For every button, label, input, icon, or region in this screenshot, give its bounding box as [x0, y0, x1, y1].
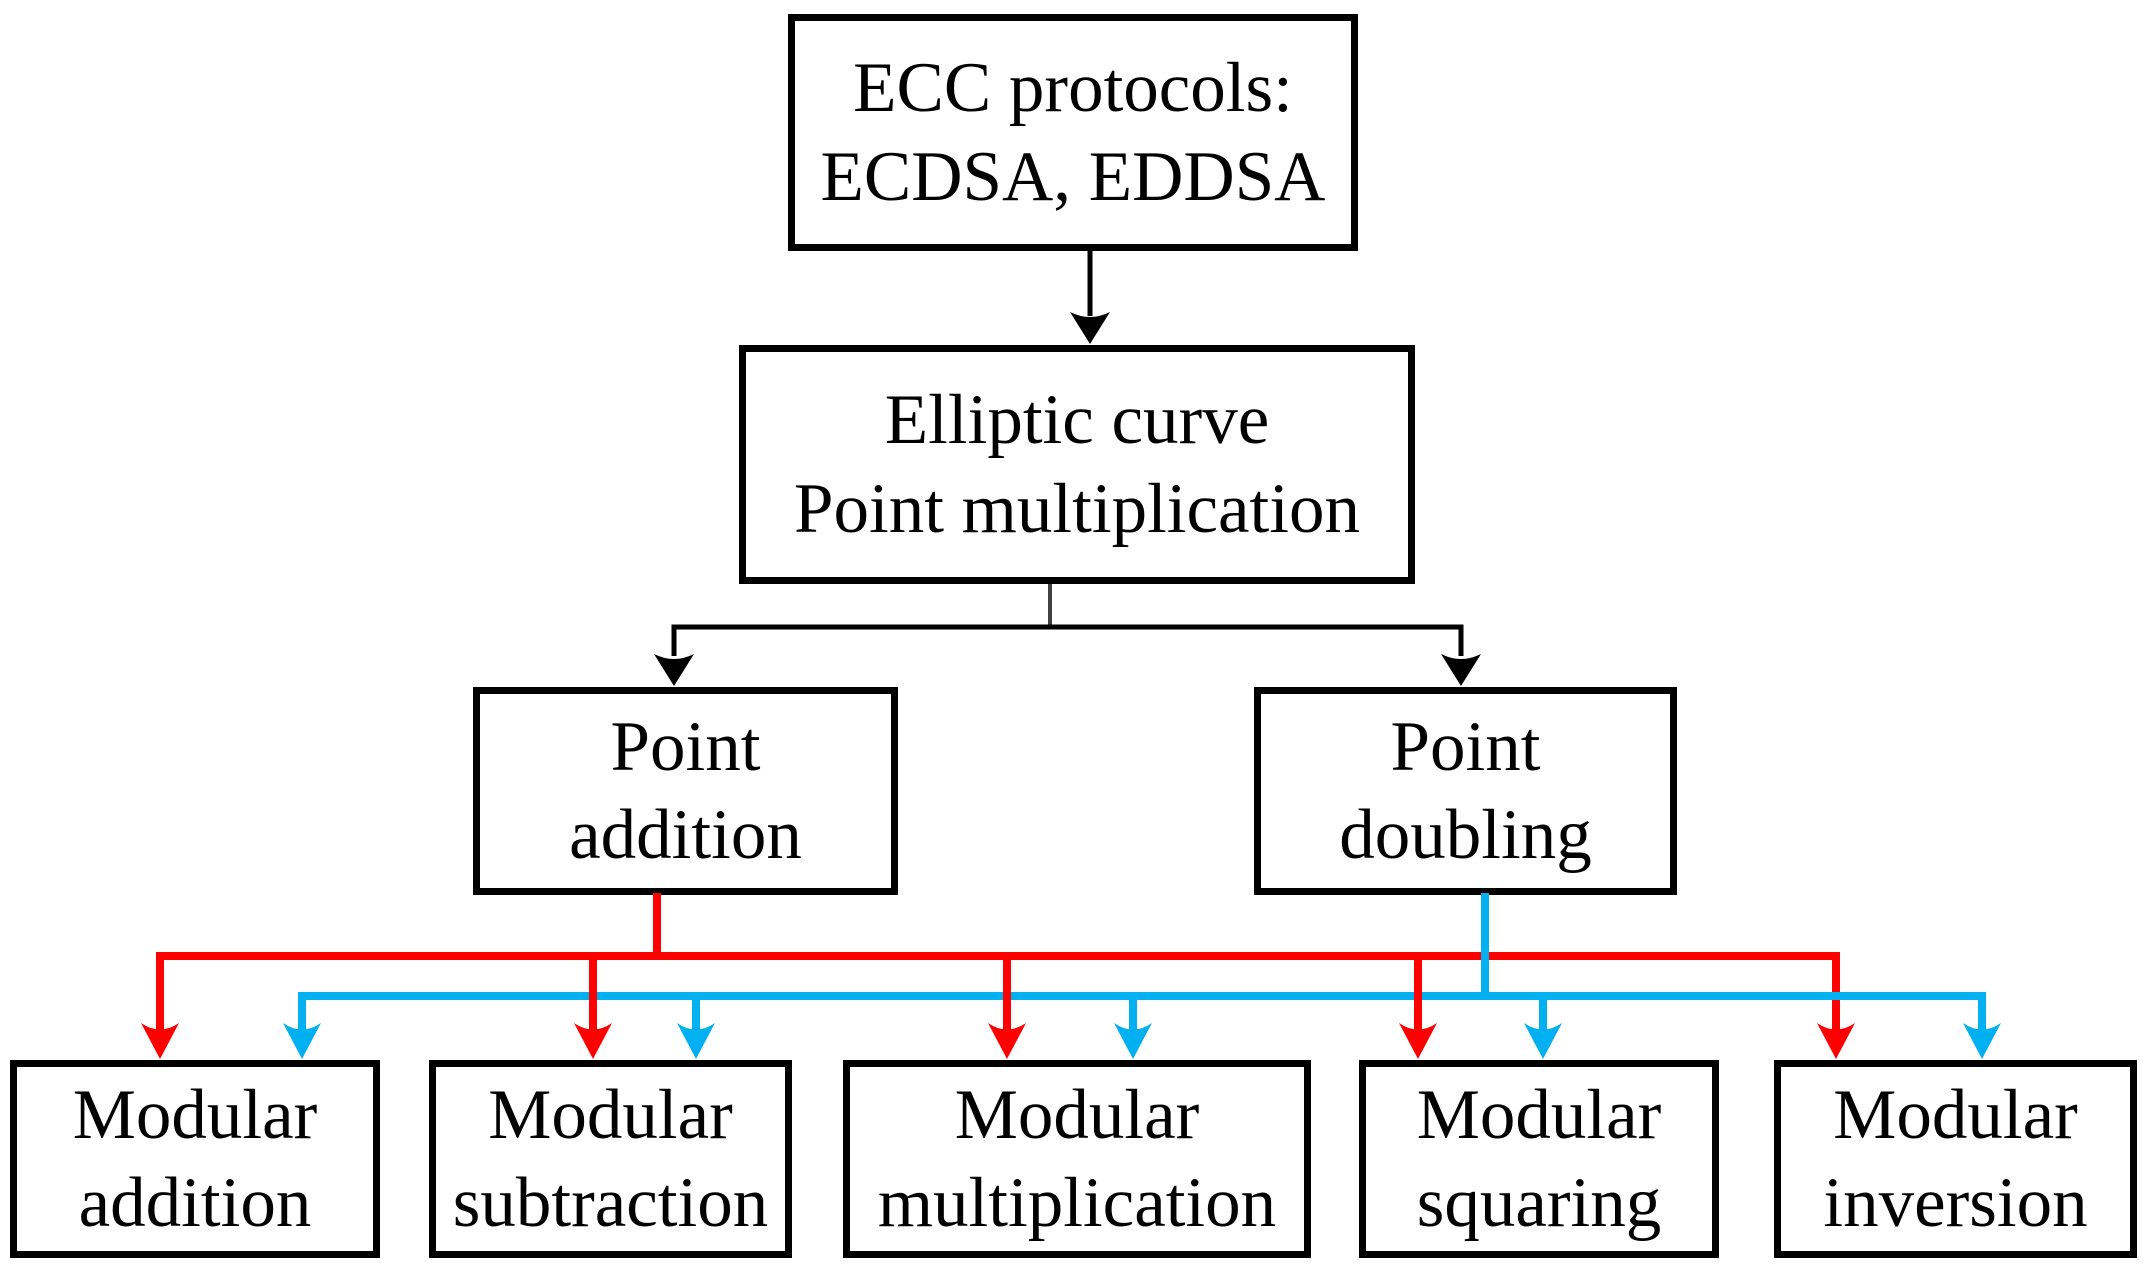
- edge-pm-to-pd-arrowhead-icon: [1441, 654, 1481, 686]
- node-modular-inversion-line2: inversion: [1823, 1164, 2088, 1242]
- red-arrowhead-multiplication-icon: [988, 1023, 1026, 1059]
- node-point-addition-line1: Point: [610, 707, 761, 786]
- node-modular-addition: Modular addition: [10, 1060, 380, 1258]
- node-ecc-protocols-line1: ECC protocols:: [853, 49, 1293, 128]
- node-modular-inversion-line1: Modular: [1833, 1075, 2078, 1154]
- node-modular-addition-line2: addition: [78, 1164, 312, 1242]
- node-point-multiplication: Elliptic curve Point multiplication: [739, 345, 1415, 584]
- node-modular-squaring-line2: squaring: [1416, 1164, 1662, 1242]
- red-drop-edges: [141, 956, 1855, 1059]
- node-modular-multiplication-line2: multiplication: [877, 1164, 1277, 1242]
- node-point-doubling-line2: doubling: [1339, 796, 1592, 874]
- node-point-doubling: Point doubling: [1254, 687, 1677, 895]
- cyan-arrowhead-subtraction-icon: [677, 1023, 715, 1059]
- edge-pm-to-pa-arrowhead-icon: [654, 654, 694, 686]
- cyan-edges: [283, 893, 2001, 1059]
- red-bus-line: [156, 952, 1840, 1046]
- cyan-bus-line: [298, 992, 1986, 1046]
- node-point-addition: Point addition: [473, 687, 898, 895]
- red-arrowhead-subtraction-icon: [574, 1023, 612, 1059]
- node-modular-subtraction-line2: subtraction: [452, 1164, 769, 1242]
- cyan-arrowhead-addition-icon: [283, 1023, 321, 1059]
- node-ecc-protocols: ECC protocols: ECDSA, EDDSA: [788, 14, 1358, 251]
- node-point-multiplication-line2: Point multiplication: [793, 469, 1361, 548]
- node-modular-squaring-line1: Modular: [1416, 1075, 1662, 1154]
- red-edges: [156, 893, 1840, 1046]
- node-modular-subtraction: Modular subtraction: [429, 1060, 792, 1258]
- node-modular-subtraction-line1: Modular: [488, 1075, 733, 1154]
- red-arrowhead-inversion-icon: [1817, 1023, 1855, 1059]
- node-modular-inversion: Modular inversion: [1774, 1060, 2137, 1258]
- red-arrowhead-addition-icon: [141, 1023, 179, 1059]
- node-modular-addition-line1: Modular: [72, 1075, 318, 1154]
- cyan-arrowhead-multiplication-icon: [1114, 1023, 1152, 1059]
- node-point-multiplication-line1: Elliptic curve: [884, 381, 1270, 460]
- node-modular-multiplication: Modular multiplication: [843, 1060, 1311, 1258]
- red-arrowhead-squaring-icon: [1399, 1023, 1437, 1059]
- node-point-doubling-line1: Point: [1390, 707, 1541, 786]
- node-point-addition-line2: addition: [569, 796, 802, 874]
- cyan-arrowhead-squaring-icon: [1524, 1023, 1562, 1059]
- edge-pm-split-bar-line: [671, 624, 1464, 656]
- node-modular-squaring: Modular squaring: [1359, 1060, 1719, 1258]
- node-modular-multiplication-line1: Modular: [954, 1075, 1200, 1154]
- edge-ecc-to-pm-arrowhead-icon: [1070, 312, 1110, 344]
- cyan-arrowhead-inversion-icon: [1963, 1023, 2001, 1059]
- node-ecc-protocols-line2: ECDSA, EDDSA: [820, 137, 1326, 216]
